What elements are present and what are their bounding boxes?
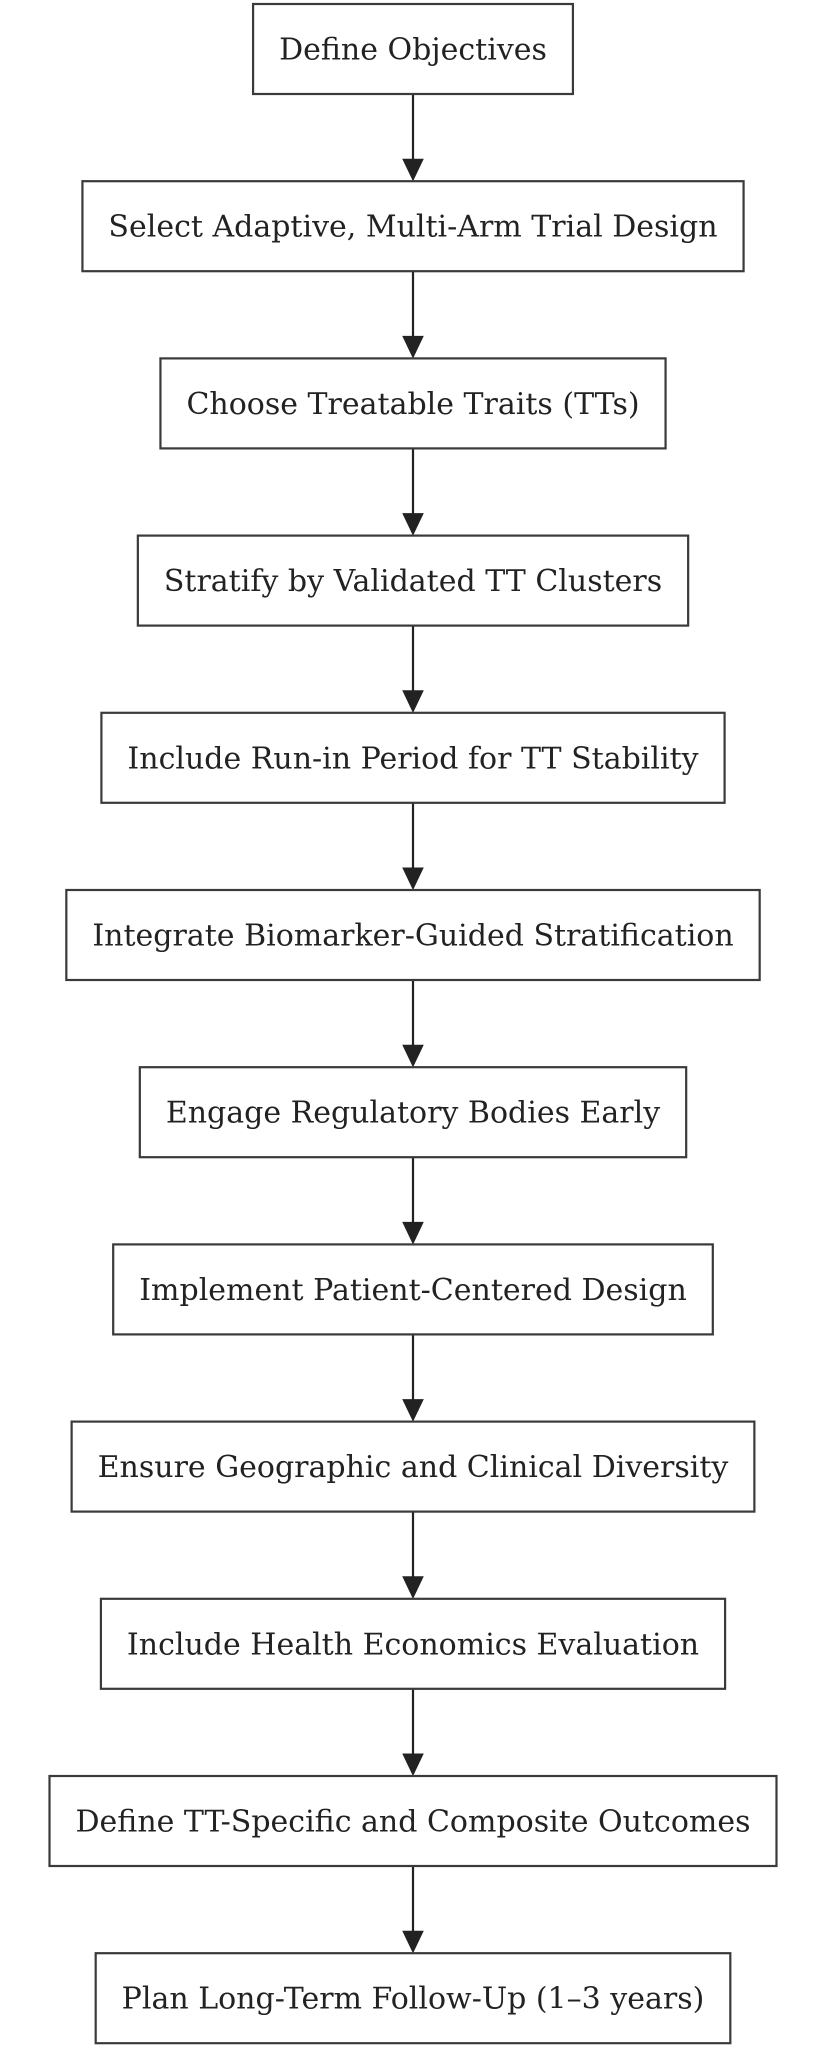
flow-node-box (138, 1066, 688, 1159)
flow-node-3: Choose Treatable Traits (TTs) (159, 357, 667, 450)
flow-node-box (112, 1243, 714, 1336)
arrow-head-icon (402, 690, 424, 713)
flow-arrow-2 (402, 271, 424, 359)
flow-node-7: Engage Regulatory Bodies Early (138, 1066, 688, 1159)
flow-arrow-8 (402, 1334, 424, 1422)
arrow-head-icon (402, 1930, 424, 1954)
flow-node-box (70, 1420, 756, 1513)
arrow-head-icon (402, 1399, 424, 1422)
flow-node-box (99, 1597, 727, 1690)
flow-node-10: Include Health Economics Evaluation (99, 1597, 727, 1690)
arrow-head-icon (402, 1044, 424, 1068)
arrow-head-icon (402, 335, 424, 359)
flow-node-label: Choose Treatable Traits (TTs) (186, 387, 639, 422)
flow-node-box (251, 2, 575, 96)
flow-arrow-5 (402, 802, 424, 891)
flow-node-label: Ensure Geographic and Clinical Diversity (98, 1450, 729, 1485)
flow-arrow-4 (402, 625, 424, 713)
flow-arrow-10 (402, 1688, 424, 1777)
flow-node-box (100, 711, 726, 804)
flow-node-6: Integrate Biomarker-Guided Stratificatio… (65, 888, 761, 982)
flow-node-label: Include Run-in Period for TT Stability (127, 741, 698, 776)
arrow-head-icon (402, 513, 424, 536)
flow-node-label: Define TT-Specific and Composite Outcome… (76, 1805, 751, 1840)
flow-arrow-11 (402, 1866, 424, 1954)
arrow-head-icon (402, 1576, 424, 1599)
flow-node-box (159, 357, 667, 450)
flow-node-box (48, 1774, 778, 1868)
arrow-head-icon (402, 158, 424, 182)
flow-node-box (65, 888, 761, 982)
flow-node-box (94, 1952, 732, 2045)
flow-arrow-9 (402, 1511, 424, 1599)
flow-node-box (136, 534, 690, 627)
flow-node-box (81, 180, 745, 273)
flow-node-label: Integrate Biomarker-Guided Stratificatio… (92, 919, 733, 954)
flow-node-label: Implement Patient-Centered Design (139, 1273, 687, 1308)
flow-node-label: Engage Regulatory Bodies Early (166, 1096, 660, 1131)
edges-layer (402, 94, 424, 1954)
flow-node-5: Include Run-in Period for TT Stability (100, 711, 726, 804)
flow-node-label: Stratify by Validated TT Clusters (164, 564, 662, 599)
arrow-head-icon (402, 1221, 424, 1245)
arrow-head-icon (402, 867, 424, 891)
flow-node-label: Define Objectives (279, 33, 547, 68)
flow-arrow-3 (402, 448, 424, 536)
flow-node-1: Define Objectives (251, 2, 575, 96)
flow-node-label: Plan Long-Term Follow-Up (1–3 years) (122, 1982, 705, 2017)
flow-arrow-1 (402, 94, 424, 182)
flow-node-4: Stratify by Validated TT Clusters (136, 534, 690, 627)
flow-arrow-6 (402, 980, 424, 1068)
flow-node-12: Plan Long-Term Follow-Up (1–3 years) (94, 1952, 732, 2045)
flow-node-9: Ensure Geographic and Clinical Diversity (70, 1420, 756, 1513)
flow-node-8: Implement Patient-Centered Design (112, 1243, 714, 1336)
arrow-head-icon (402, 1753, 424, 1777)
flow-node-11: Define TT-Specific and Composite Outcome… (48, 1774, 778, 1868)
flow-node-label: Select Adaptive, Multi-Arm Trial Design (108, 210, 717, 245)
flow-node-2: Select Adaptive, Multi-Arm Trial Design (81, 180, 745, 273)
flow-arrow-7 (402, 1157, 424, 1245)
flow-node-label: Include Health Economics Evaluation (127, 1627, 699, 1662)
